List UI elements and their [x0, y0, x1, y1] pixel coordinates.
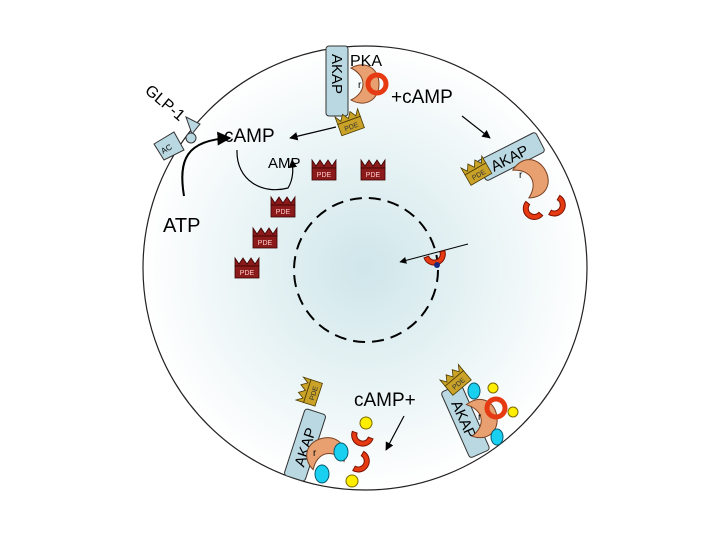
glp1-label: GLP-1 — [141, 82, 187, 125]
camp-yellow-1 — [359, 416, 373, 430]
amp-label: AMP — [268, 155, 301, 172]
atp-to-camp-arrow — [181, 131, 232, 197]
pde-to-camp-arrow — [289, 126, 337, 141]
labels-r-text: r — [519, 170, 523, 181]
nuclear-entry-arrow — [399, 243, 469, 264]
atp-label: ATP — [163, 215, 200, 237]
nucleus-boundary — [293, 197, 439, 343]
labels-r-text: r — [313, 448, 317, 459]
camp-yellow-2 — [345, 474, 359, 488]
cell-membrane — [142, 45, 588, 491]
akap-complex-top: AKAP PKA r — [325, 45, 389, 137]
labels-r-text: r — [358, 80, 362, 91]
adenylyl-cyclase: AC — [153, 131, 185, 161]
camp-label-left: cAMP — [224, 126, 275, 147]
plus-camp-label: +cAMP — [391, 87, 453, 108]
akap-complex-bottom-left: AKAP r — [284, 376, 349, 484]
camp-plus-label: cAMP+ — [354, 390, 416, 411]
camp-to-amp-loop — [236, 149, 298, 191]
binding-arrow-bottom — [385, 415, 405, 451]
labels-r-text: r — [478, 412, 482, 423]
activation-arrow-top — [461, 115, 491, 139]
akap-label-top: AKAP — [328, 54, 345, 94]
nuclear-pore-dot — [434, 262, 440, 268]
pka-label: PKA — [350, 53, 382, 70]
